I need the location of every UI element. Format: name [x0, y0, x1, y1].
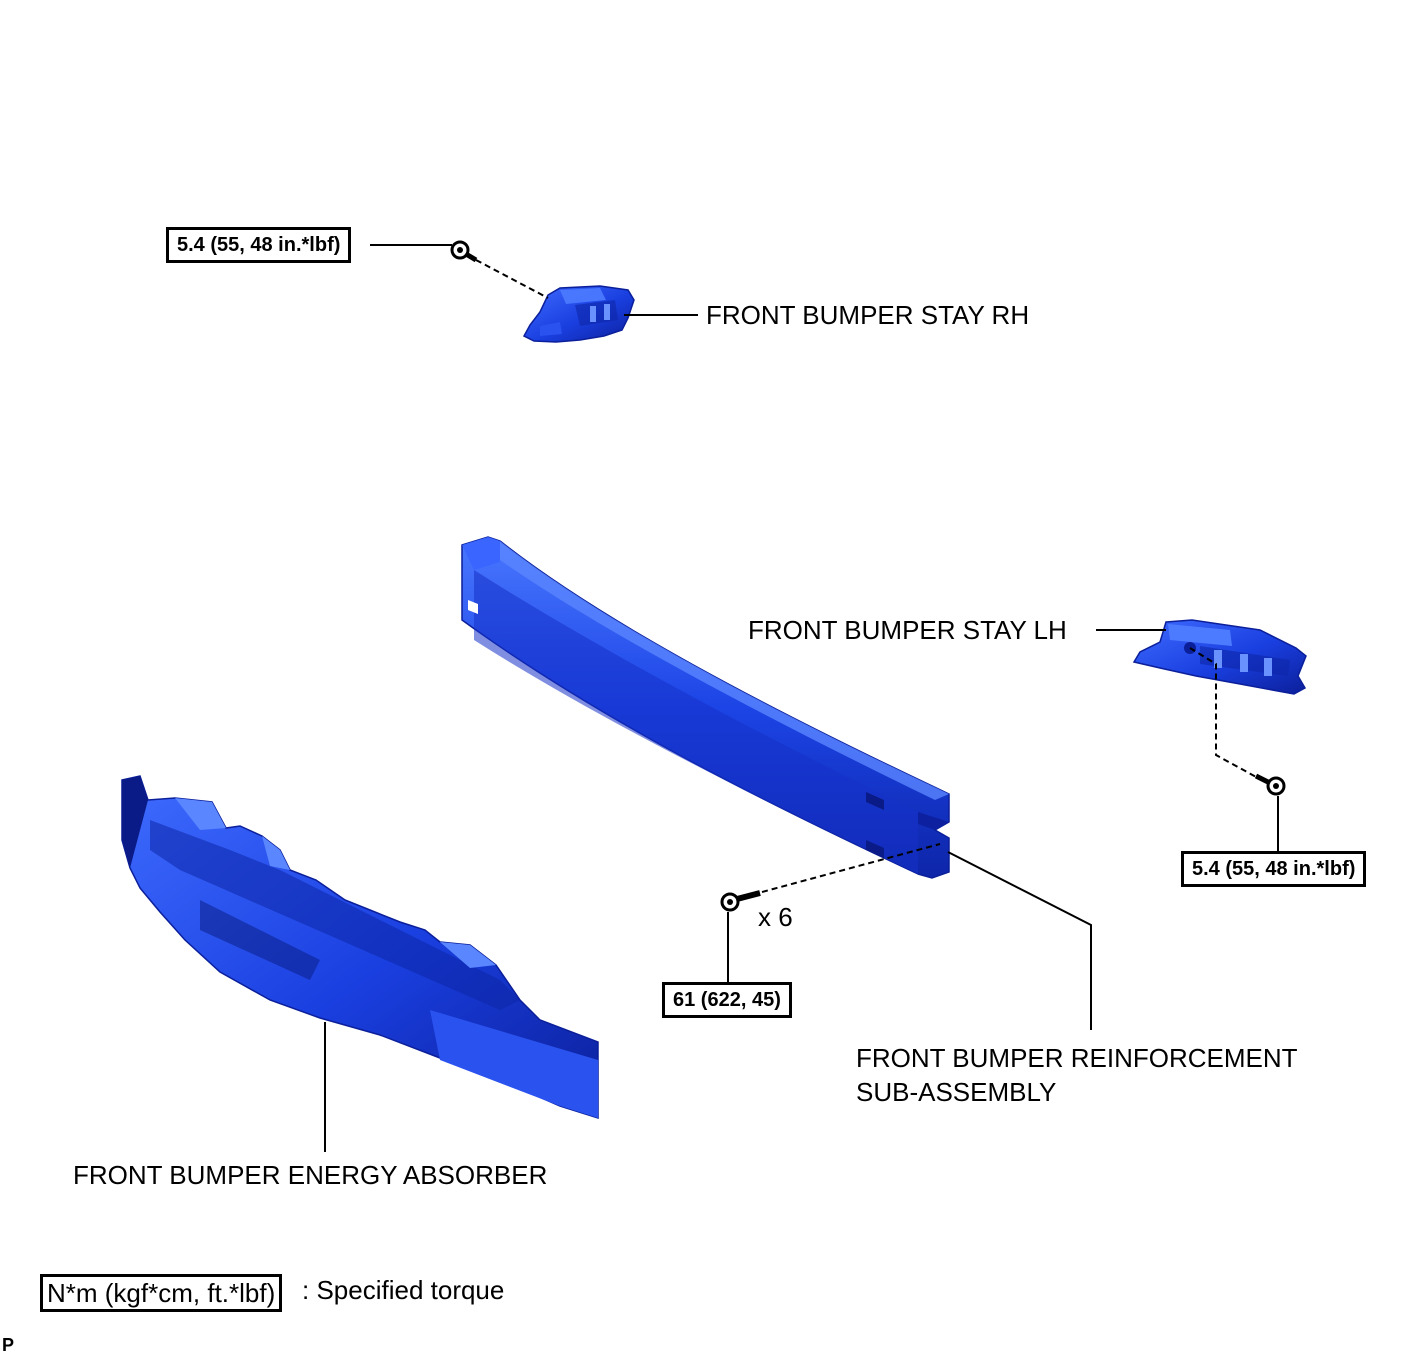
reinforcement-label-leader	[947, 851, 1092, 1030]
front-bumper-stay-lh-label: FRONT BUMPER STAY LH	[748, 615, 1067, 645]
front-bumper-reinforcement-label-line1: FRONT BUMPER REINFORCEMENT	[856, 1043, 1298, 1073]
front-bumper-stay-rh-part	[522, 285, 635, 343]
front-bumper-stay-rh-label: FRONT BUMPER STAY RH	[706, 300, 1030, 330]
stay-lh-bolt-path	[1189, 647, 1259, 779]
corner-mark: P	[2, 1335, 15, 1355]
stay-rh-bolt-path	[475, 259, 549, 299]
front-bumper-stay-lh-part	[1132, 619, 1307, 695]
reinforcement-bolt-path	[761, 843, 941, 893]
stay-rh-bolt-icon	[450, 240, 478, 263]
stay-lh-torque-box: 5.4 (55, 48 in.*lbf)	[1181, 851, 1367, 887]
reinforcement-torque-box: 61 (622, 45)	[662, 982, 792, 1018]
legend-torque-box: N*m (kgf*cm, ft.*lbf)	[40, 1274, 283, 1312]
front-bumper-reinforcement-label-line2: SUB-ASSEMBLY	[856, 1077, 1057, 1107]
front-bumper-reinforcement-part	[461, 536, 950, 879]
stay-rh-torque-box: 5.4 (55, 48 in.*lbf)	[166, 227, 352, 263]
bolt-quantity-label: x 6	[758, 902, 793, 932]
front-bumper-energy-absorber-part	[121, 775, 599, 1120]
front-bumper-energy-absorber-label: FRONT BUMPER ENERGY ABSORBER	[73, 1160, 548, 1190]
reinforcement-bolt-icon	[720, 890, 761, 912]
legend-description: : Specified torque	[302, 1275, 505, 1305]
stay-lh-bolt-icon	[1254, 773, 1286, 796]
